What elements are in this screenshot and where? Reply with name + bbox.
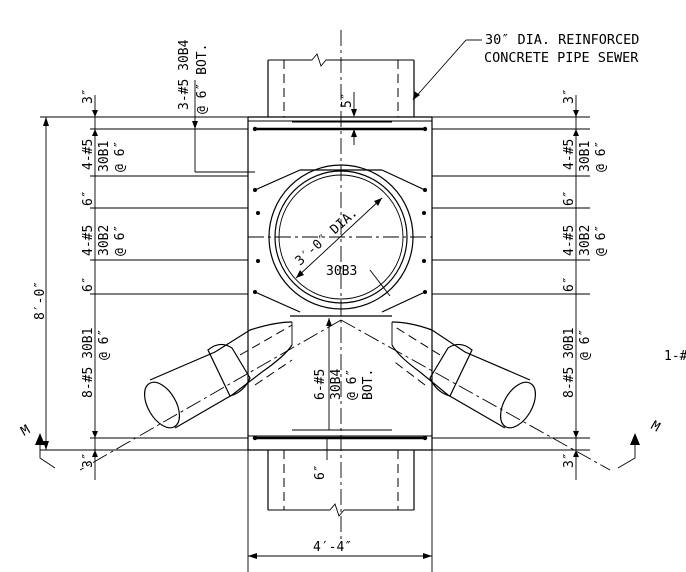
dim-left-6b: 6″ bbox=[81, 276, 96, 292]
dim-bottom-6: 6″ bbox=[313, 464, 328, 480]
bar-right-30b2-c: @ 6″ bbox=[594, 225, 609, 256]
dim-left-6a: 6″ bbox=[81, 190, 96, 206]
bar-left-30b1-top-a: 4-#5 bbox=[81, 139, 96, 170]
longitudinal-bars bbox=[252, 121, 428, 441]
width-dimension bbox=[247, 450, 433, 572]
bar-left-30b2-a: 4-#5 bbox=[81, 225, 96, 256]
bar-left-30b1-top-c: @ 6″ bbox=[113, 141, 128, 172]
overall-height-dim: 8′-0″ bbox=[33, 281, 48, 320]
dim-top-left-3: 3″ bbox=[81, 88, 96, 104]
pipe-note-line1: 30″ DIA. REINFORCED bbox=[485, 32, 639, 48]
bottom-pipe bbox=[267, 450, 415, 517]
right-inlet-pipe bbox=[391, 321, 537, 429]
bar-left-30b1-bot-a: 8-#5 30B1 bbox=[81, 328, 96, 398]
top-pipe bbox=[267, 53, 415, 117]
bar-top-30b4: 3-#5 30B4 bbox=[177, 39, 192, 110]
bar-right-30b1-top-c: @ 6″ bbox=[594, 141, 609, 172]
section-mark-right: M bbox=[648, 418, 662, 435]
left-inlet-pipe bbox=[143, 321, 293, 429]
edge-text: 1-# bbox=[664, 349, 686, 364]
slab-outline bbox=[247, 116, 433, 451]
dim-right-6b: 6″ bbox=[562, 276, 577, 292]
section-mark-left: M bbox=[19, 422, 33, 439]
bar-right-30b1-bot-a: 8-#5 30B1 bbox=[562, 328, 577, 398]
bar-center-b: 30B4 bbox=[329, 369, 344, 400]
hoop-bar-label: 30B3 bbox=[326, 264, 357, 279]
pipe-note-line2: CONCRETE PIPE SEWER bbox=[484, 50, 639, 66]
bar-left-30b2-b: 30B2 bbox=[97, 225, 112, 256]
vertical-dimension-lines bbox=[43, 95, 579, 480]
bar-left-30b1-top-b: 30B1 bbox=[97, 141, 112, 172]
top-leaders bbox=[192, 39, 482, 460]
bar-left-30b2-c: @ 6″ bbox=[113, 225, 128, 256]
bar-right-30b2-b: 30B2 bbox=[578, 225, 593, 256]
center-pipe bbox=[268, 164, 414, 310]
bar-center-a: 6-#5 bbox=[313, 369, 328, 400]
bar-right-30b1-top-b: 30B1 bbox=[578, 141, 593, 172]
bar-right-30b2-a: 4-#5 bbox=[562, 225, 577, 256]
bar-left-30b1-bot-b: @ 6″ bbox=[97, 329, 112, 360]
dim-bot-right-3: 3″ bbox=[562, 452, 577, 468]
bar-center-d: BOT. bbox=[361, 369, 376, 400]
bar-right-30b1-top-a: 4-#5 bbox=[562, 139, 577, 170]
dim-top-5: 5″ bbox=[340, 92, 355, 108]
dim-top-right-3: 3″ bbox=[562, 88, 577, 104]
section-markers bbox=[35, 433, 640, 469]
extension-lines bbox=[40, 116, 590, 451]
bar-center-c: @ 6″ bbox=[345, 369, 360, 400]
overall-width-dim: 4′-4″ bbox=[313, 540, 352, 555]
bar-top-30b4-spacing: @ 6″ BOT. bbox=[195, 44, 210, 114]
dim-bot-left-3: 3″ bbox=[81, 452, 96, 468]
diagonal-bars bbox=[253, 169, 427, 317]
bar-right-30b1-bot-b: @ 6″ bbox=[578, 329, 593, 360]
dim-right-6a: 6″ bbox=[562, 190, 577, 206]
